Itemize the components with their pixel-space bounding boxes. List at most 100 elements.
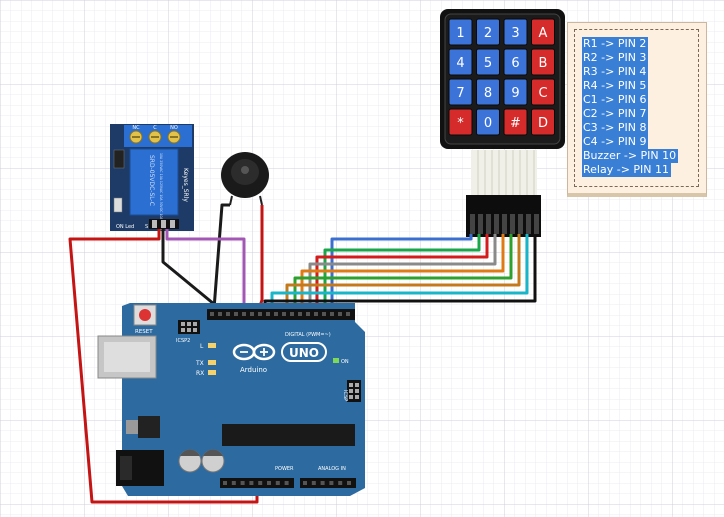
header-pin[interactable] [338, 312, 342, 316]
header-pin[interactable] [346, 312, 350, 316]
pin-mapping-line: C1 -> PIN 6 [582, 93, 649, 107]
keypad-key-*[interactable]: * [448, 108, 473, 136]
relay-led-label: ON Led [116, 224, 134, 230]
pin-mapping-line: R1 -> PIN 2 [582, 37, 649, 51]
header-pin[interactable] [258, 481, 263, 485]
header-pin[interactable] [306, 312, 310, 316]
header-pin[interactable] [240, 481, 245, 485]
keypad-key-label: 0 [484, 116, 492, 131]
keypad-key-label: 5 [484, 56, 492, 71]
header-pin[interactable] [329, 481, 334, 485]
pin-mapping-line: C3 -> PIN 8 [582, 121, 649, 135]
keypad-key-label: 9 [511, 86, 519, 101]
keypad-key-D[interactable]: D [531, 108, 555, 136]
header-pin[interactable] [298, 312, 302, 316]
keypad-wire-3 [315, 234, 489, 309]
relay-rating-text: 10A 250VAC 10A 125VAC 10A 30VDC 10A 28VD… [159, 153, 163, 232]
keypad-wire-1 [330, 234, 473, 309]
header-pin[interactable] [258, 312, 262, 316]
header-pin[interactable] [311, 481, 316, 485]
header-pin[interactable] [314, 312, 318, 316]
header-pin[interactable] [303, 481, 307, 485]
header-pin[interactable] [266, 312, 270, 316]
arduino-digital-header [207, 309, 355, 320]
header-pin[interactable] [338, 481, 343, 485]
header-pin[interactable] [347, 481, 351, 485]
relay-body-text: SRD-05VDC-SL-C [148, 155, 155, 206]
header-pin[interactable] [330, 312, 334, 316]
arduino-logo: UNO Arduino [232, 342, 327, 374]
header-pin[interactable] [290, 312, 294, 316]
pin-mapping-line: Buzzer -> PIN 10 [582, 149, 679, 163]
keypad-key-7[interactable]: 7 [448, 78, 473, 106]
relay-signal-wire [165, 229, 246, 309]
header-pin[interactable] [249, 481, 254, 485]
arduino-led-rx-label: RX [196, 370, 204, 377]
keypad-key-label: 8 [484, 86, 492, 101]
keypad-key-0[interactable]: 0 [476, 108, 500, 136]
keypad-ribbon-cable [471, 150, 537, 196]
keypad-key-B[interactable]: B [531, 48, 555, 76]
header-pin[interactable] [322, 312, 326, 316]
pin-mapping-line: R2 -> PIN 3 [582, 51, 649, 65]
arduino-maker-text: Arduino [240, 366, 267, 374]
header-pin[interactable] [274, 312, 278, 316]
arduino-uno-board[interactable]: RESET ICSP2 DIGITAL (PWM=~) L TX RX UNO … [97, 303, 365, 496]
keypad-key-label: * [457, 116, 464, 131]
header-pin[interactable] [234, 312, 238, 316]
keypad-key-A[interactable]: A [531, 18, 555, 46]
keypad-key-1[interactable]: 1 [448, 18, 473, 46]
keypad-key-label: A [539, 26, 548, 41]
header-pin[interactable] [218, 312, 222, 316]
arduino-analog-label: ANALOG IN [318, 466, 346, 472]
keypad-key-#[interactable]: # [503, 108, 528, 136]
arduino-icsp2-label: ICSP2 [176, 338, 190, 344]
keypad-key-2[interactable]: 2 [476, 18, 500, 46]
header-pin[interactable] [250, 312, 254, 316]
keypad-key-9[interactable]: 9 [503, 78, 528, 106]
arduino-power-header [220, 478, 294, 488]
keypad-key-5[interactable]: 5 [476, 48, 500, 76]
header-pin[interactable] [210, 312, 214, 316]
header-pin[interactable] [284, 481, 289, 485]
arduino-on-label: ON [341, 359, 349, 365]
pin-mapping-line: Relay -> PIN 11 [582, 163, 672, 177]
relay-module[interactable]: NC C NO SRD-05VDC-SL-C 10A 250VAC 10A 12… [110, 124, 194, 232]
header-pin[interactable] [226, 312, 230, 316]
keypad-key-label: 6 [511, 56, 519, 71]
arduino-reset-label: RESET [135, 329, 153, 335]
header-pin[interactable] [231, 481, 236, 485]
keypad-key-label: 4 [456, 56, 464, 71]
relay-signal-label: S [145, 224, 148, 230]
header-pin[interactable] [275, 481, 280, 485]
buzzer-gnd-wire [212, 203, 230, 310]
buzzer[interactable] [221, 152, 269, 206]
arduino-led-tx-label: TX [195, 360, 204, 367]
arduino-analog-header [300, 478, 356, 488]
relay-terminal-no-label: NO [170, 125, 178, 131]
arduino-regulator [138, 416, 160, 438]
keypad-key-6[interactable]: 6 [503, 48, 528, 76]
header-pin[interactable] [320, 481, 325, 485]
wires [68, 203, 537, 504]
keypad-key-3[interactable]: 3 [503, 18, 528, 46]
keypad-wire-5 [300, 234, 505, 309]
keypad-key-label: C [538, 86, 547, 101]
keypad-key-C[interactable]: C [531, 78, 555, 106]
header-pin[interactable] [267, 481, 271, 485]
arduino-board [122, 303, 365, 496]
header-pin[interactable] [282, 312, 286, 316]
header-pin[interactable] [242, 312, 246, 316]
arduino-icsp-label: ICSP [342, 390, 348, 401]
pin-mapping-line: R3 -> PIN 4 [582, 65, 649, 79]
keypad-key-8[interactable]: 8 [476, 78, 500, 106]
keypad-key-label: 2 [484, 26, 492, 41]
header-pin[interactable] [223, 481, 227, 485]
keypad-key-label: D [538, 116, 548, 131]
keypad-key-4[interactable]: 4 [448, 48, 473, 76]
arduino-led-l-label: L [200, 343, 204, 350]
